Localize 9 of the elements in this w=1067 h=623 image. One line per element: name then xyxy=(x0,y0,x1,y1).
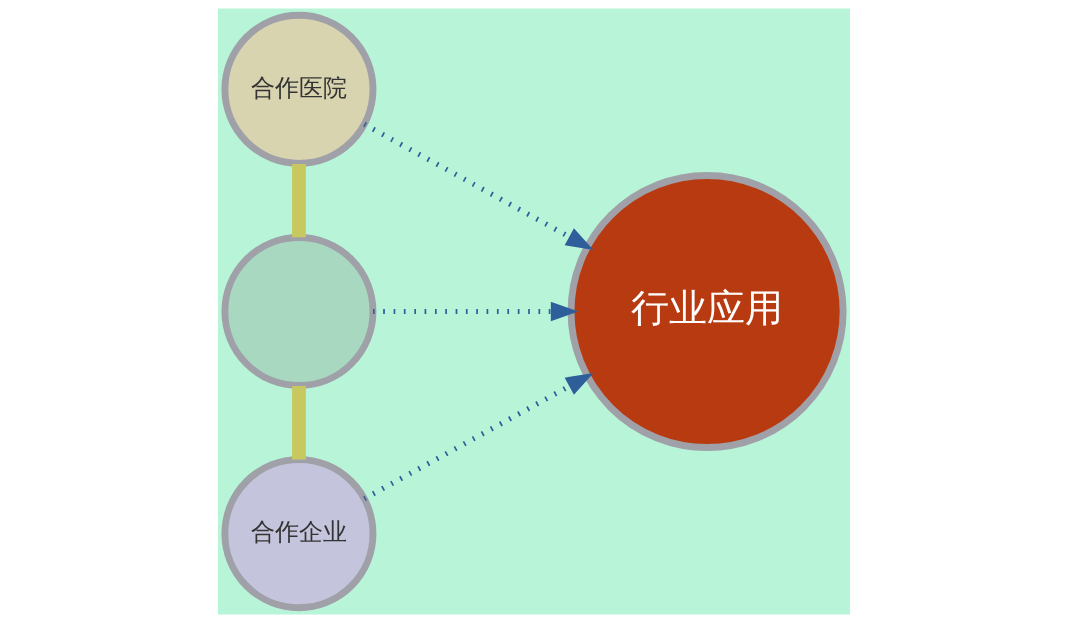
node-circle xyxy=(220,234,376,389)
node-circle: 合作医院 xyxy=(220,11,376,167)
connector xyxy=(291,163,306,238)
arrow xyxy=(372,301,578,322)
arrow xyxy=(362,122,593,251)
arrow xyxy=(362,372,593,501)
node-circle: 行业应用 xyxy=(567,172,847,451)
connector xyxy=(291,386,306,460)
node-circle: 合作企业 xyxy=(220,456,376,612)
